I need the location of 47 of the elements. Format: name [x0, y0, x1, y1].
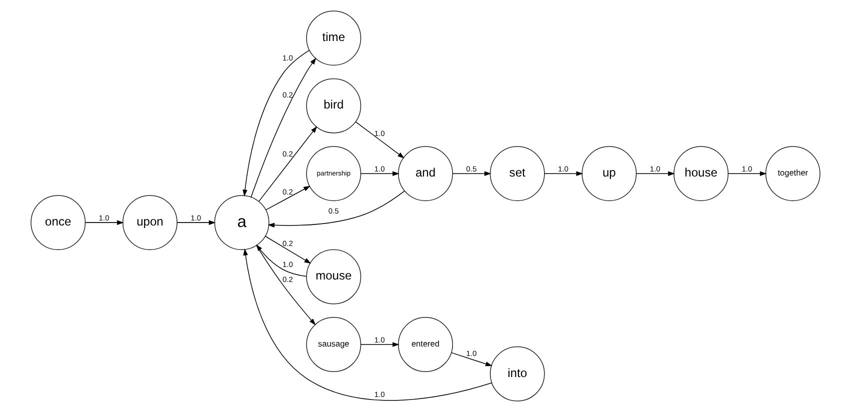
- edge-label: 1.0: [282, 54, 292, 63]
- node-circle: set: [489, 146, 544, 202]
- node-circle: once: [30, 195, 86, 250]
- arrow: [727, 171, 766, 176]
- arrow: [250, 58, 316, 198]
- arrow: [450, 352, 492, 366]
- arrow: [360, 342, 399, 347]
- arrow: [258, 126, 317, 202]
- arrow: [264, 236, 311, 264]
- edge-label: 1.0: [466, 348, 476, 358]
- node-circle: together: [764, 146, 820, 202]
- edge-label: 1.0: [741, 164, 752, 174]
- node-circle: upon: [122, 195, 177, 250]
- edge-label: 0.5: [328, 206, 338, 216]
- arrow: [264, 186, 310, 210]
- arrow: [255, 244, 306, 277]
- edge-label: 0.2: [282, 90, 292, 100]
- edge-label: 1.0: [190, 213, 201, 222]
- edge-label: 0.5: [466, 164, 476, 174]
- node-circle: entered: [398, 317, 452, 372]
- arrow: [452, 171, 491, 176]
- node-circle: mouse: [306, 249, 361, 304]
- arrow: [242, 50, 310, 196]
- edge-label: 1.0: [649, 164, 660, 174]
- arrow: [635, 171, 674, 176]
- arrow: [544, 171, 583, 176]
- edge-label: 0.2: [282, 275, 292, 284]
- edge-label: 1.0: [98, 213, 109, 222]
- arrow: [84, 220, 124, 225]
- arrow: [256, 245, 316, 326]
- arrow: [242, 248, 492, 401]
- edge-label: 0.2: [282, 188, 292, 197]
- edge-label: 0.2: [282, 149, 292, 158]
- arrow: [267, 190, 404, 228]
- arrow: [360, 171, 399, 176]
- arrow: [354, 122, 404, 158]
- arrow: [176, 220, 216, 225]
- edge-label: 1.0: [374, 390, 384, 400]
- edge-label: 1.0: [282, 260, 292, 269]
- node-circle: house: [673, 146, 728, 202]
- node-circle: into: [489, 346, 544, 402]
- node-circle: up: [581, 146, 636, 202]
- edge-label: 1.0: [374, 164, 384, 174]
- edge-label: 1.0: [374, 128, 384, 138]
- edge-label: 1.0: [558, 164, 568, 174]
- edge-label: 1.0: [374, 335, 384, 344]
- edge-label: 0.2: [282, 238, 292, 248]
